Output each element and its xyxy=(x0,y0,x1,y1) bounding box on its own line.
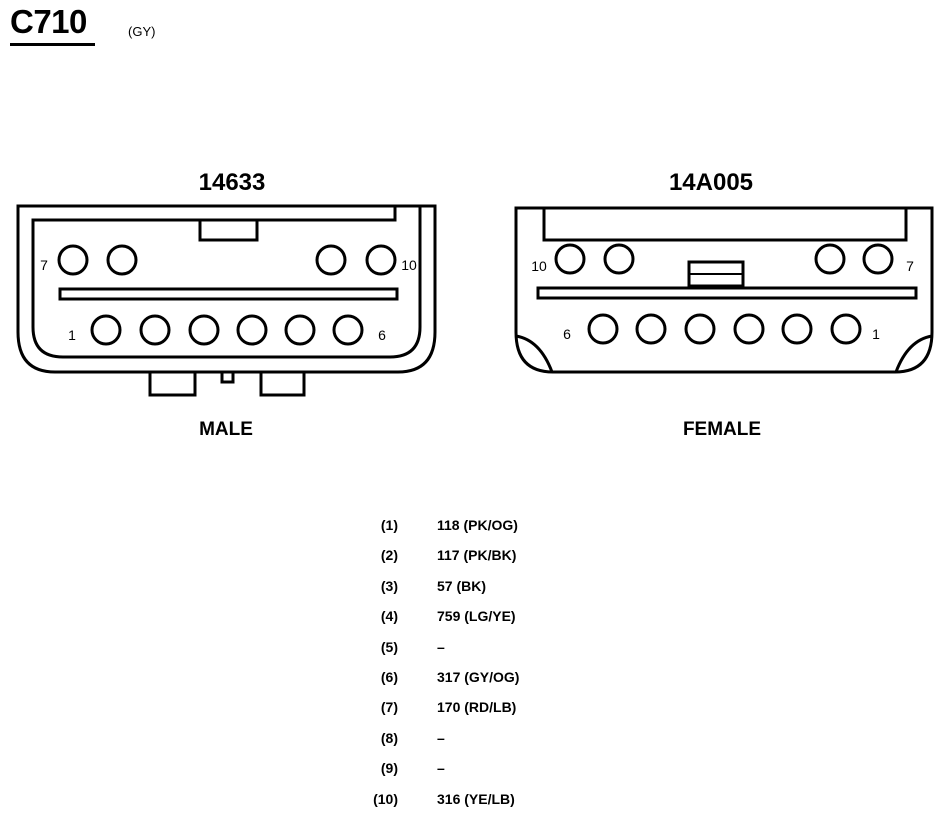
pinout-pin-number: (3) xyxy=(380,577,398,594)
pinout-circuit: 117 (PK/BK) xyxy=(437,547,517,564)
male-part-number: 14633 xyxy=(199,169,266,196)
female-connector: 14A005 10 7 6 1 FEMALE xyxy=(514,169,934,440)
pinout-circuit: 170 (RD/LB) xyxy=(437,699,517,716)
female-pin-1 xyxy=(830,313,862,345)
pinout-pin-number: (2) xyxy=(380,547,398,564)
male-pin-7 xyxy=(57,244,89,276)
female-connector-outer-shell xyxy=(514,206,934,374)
connector-id: C710 xyxy=(10,3,87,40)
male-pin-10 xyxy=(365,244,397,276)
pinout-row: (10) 316 (YE/LB) xyxy=(373,789,600,819)
female-pin-6 xyxy=(587,313,619,345)
female-connector-top-ledge xyxy=(542,208,908,242)
male-mounting-tab-right xyxy=(259,370,306,397)
pinout-row: (1) 118 (PK/OG) xyxy=(380,515,600,545)
female-pin-label-bottom-right: 1 xyxy=(872,326,880,342)
male-pin-label-bottom-right: 6 xyxy=(378,327,386,343)
female-inner-curve-left xyxy=(515,334,554,373)
male-pin-label-bottom-left: 1 xyxy=(68,327,76,343)
male-divider-bar xyxy=(58,287,399,301)
male-connector-inner-cavity xyxy=(31,204,422,359)
pinout-row: (6) 317 (GY/OG) xyxy=(380,667,600,697)
connector-color: (GY) xyxy=(128,24,156,39)
male-pin-4 xyxy=(236,314,268,346)
female-inner-curve-right xyxy=(894,334,933,373)
female-pin-8 xyxy=(814,243,846,275)
female-pin-7 xyxy=(862,243,894,275)
male-mounting-tab-left xyxy=(148,370,197,397)
pinout-row: (5) – xyxy=(380,637,600,667)
pinout-circuit: – xyxy=(437,729,445,746)
male-pin-3 xyxy=(188,314,220,346)
pinout-table: (1) 118 (PK/OG) (2) 117 (PK/BK) (3) 57 (BK) (4… xyxy=(373,515,600,819)
male-pin-9 xyxy=(315,244,347,276)
pinout-pin-number: (4) xyxy=(380,608,398,625)
pinout-pin-number: (1) xyxy=(380,517,398,533)
male-pin-label-top-left: 7 xyxy=(40,257,48,273)
female-pin-4 xyxy=(684,313,716,345)
male-pin-1 xyxy=(90,314,122,346)
pinout-circuit: 759 (LG/YE) xyxy=(437,608,516,625)
pinout-circuit: 118 (PK/OG) xyxy=(437,517,518,533)
female-pin-2 xyxy=(781,313,813,345)
male-connector-outer-shell xyxy=(16,204,437,374)
male-pin-2 xyxy=(139,314,171,346)
connector-id-underline xyxy=(10,43,95,46)
pinout-row: (2) 117 (PK/BK) xyxy=(380,545,600,575)
female-pin-5 xyxy=(635,313,667,345)
female-pin-10 xyxy=(554,243,586,275)
female-pin-label-top-left: 10 xyxy=(531,258,547,274)
female-pin-9 xyxy=(603,243,635,275)
pinout-circuit: 316 (YE/LB) xyxy=(437,790,515,807)
pinout-row: (8) – xyxy=(380,728,600,758)
pinout-row: (3) 57 (BK) xyxy=(380,576,600,606)
pinout-pin-number: (9) xyxy=(380,760,398,777)
pinout-pin-number: (10) xyxy=(373,790,398,807)
female-gender-label: FEMALE xyxy=(683,419,761,440)
male-pin-5 xyxy=(284,314,316,346)
pinout-row: (4) 759 (LG/YE) xyxy=(380,606,600,636)
pinout-circuit: 317 (GY/OG) xyxy=(437,668,520,685)
male-pin-8 xyxy=(106,244,138,276)
female-pin-label-top-right: 7 xyxy=(906,258,914,274)
pinout-pin-number: (6) xyxy=(380,668,398,685)
female-part-number: 14A005 xyxy=(669,169,753,196)
pinout-pin-number: (5) xyxy=(380,638,398,655)
pinout-pin-number: (7) xyxy=(380,699,398,716)
pinout-row: (9) – xyxy=(380,758,600,788)
pinout-circuit: 57 (BK) xyxy=(437,577,487,594)
pinout-row: (7) 170 (RD/LB) xyxy=(380,697,600,727)
female-pin-3 xyxy=(733,313,765,345)
male-polarizing-key xyxy=(198,218,259,242)
pinout-circuit: – xyxy=(437,760,445,777)
male-gender-label: MALE xyxy=(199,419,253,440)
male-latch-tab-center xyxy=(220,370,235,384)
female-divider-bar xyxy=(536,286,918,300)
pinout-pin-number: (8) xyxy=(380,729,398,746)
male-pin-6 xyxy=(332,314,364,346)
male-connector: 14633 7 10 1 6 MALE xyxy=(16,169,437,440)
pinout-circuit: – xyxy=(437,638,445,655)
male-pin-label-top-right: 10 xyxy=(401,257,417,273)
female-pin-label-bottom-left: 6 xyxy=(563,326,571,342)
